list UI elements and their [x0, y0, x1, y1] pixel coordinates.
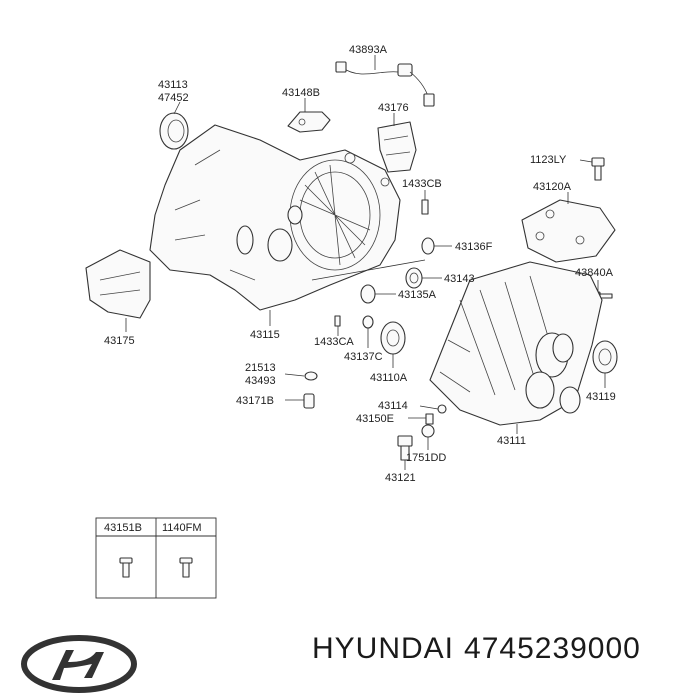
- table-header-43151b: 43151B: [104, 522, 142, 534]
- part-number: 4745239000: [464, 632, 641, 665]
- parts-table: 43151B 1140FM: [95, 517, 217, 599]
- label-43115: 43115: [250, 329, 280, 341]
- label-43171b: 43171B: [236, 395, 274, 407]
- label-43114: 43114: [378, 400, 408, 412]
- label-43840a: 43840A: [575, 267, 614, 279]
- bracket-43148b-part: [287, 111, 331, 133]
- bearing-43143-part: [405, 267, 423, 289]
- shim-43135a-part: [360, 284, 376, 304]
- bracket-43176-part: [377, 121, 417, 173]
- label-1433ca: 1433CA: [314, 336, 354, 348]
- wiring-harness-part: [335, 61, 435, 107]
- label-43175: 43175: [104, 335, 135, 347]
- label-43113: 43113: [158, 79, 188, 91]
- label-1751dd: 1751DD: [406, 452, 446, 464]
- bearing-43110a-part: [380, 321, 406, 355]
- screw-1140fm-icon: [179, 557, 193, 578]
- oil-seal-43113-part: [159, 112, 189, 150]
- brand-part-number: HYUNDAI 4745239000: [312, 632, 651, 666]
- label-43137c: 43137C: [344, 351, 383, 363]
- label-21513: 21513: [245, 362, 276, 374]
- label-43176: 43176: [378, 102, 409, 114]
- label-43893a: 43893A: [349, 44, 388, 56]
- label-43111: 43111: [497, 435, 526, 447]
- screw-43151b-icon: [119, 557, 133, 578]
- bracket-43175-part: [85, 249, 151, 319]
- label-1433cb: 1433CB: [402, 178, 442, 190]
- label-1123ly: 1123LY: [530, 154, 567, 166]
- label-43135a: 43135A: [398, 289, 437, 301]
- label-43110a: 43110A: [370, 372, 408, 384]
- label-43121: 43121: [385, 472, 416, 484]
- label-43148b: 43148B: [282, 87, 320, 99]
- label-43119: 43119: [586, 391, 616, 403]
- oil-seal-43119-part: [592, 340, 618, 374]
- clutch-housing-part: [149, 124, 401, 311]
- bracket-43120a-part: [521, 199, 616, 263]
- label-43493: 43493: [245, 375, 276, 387]
- label-43150e: 43150E: [356, 413, 394, 425]
- label-43120a: 43120A: [533, 181, 572, 193]
- label-43136f: 43136F: [455, 241, 493, 253]
- shim-43136f-part: [421, 237, 435, 255]
- brand-name: HYUNDAI: [312, 632, 455, 665]
- label-43143: 43143: [444, 273, 475, 285]
- label-47452: 47452: [158, 92, 189, 104]
- table-header-1140fm: 1140FM: [162, 522, 202, 534]
- hyundai-logo-icon: [21, 635, 137, 693]
- transmission-case-part: [429, 261, 603, 426]
